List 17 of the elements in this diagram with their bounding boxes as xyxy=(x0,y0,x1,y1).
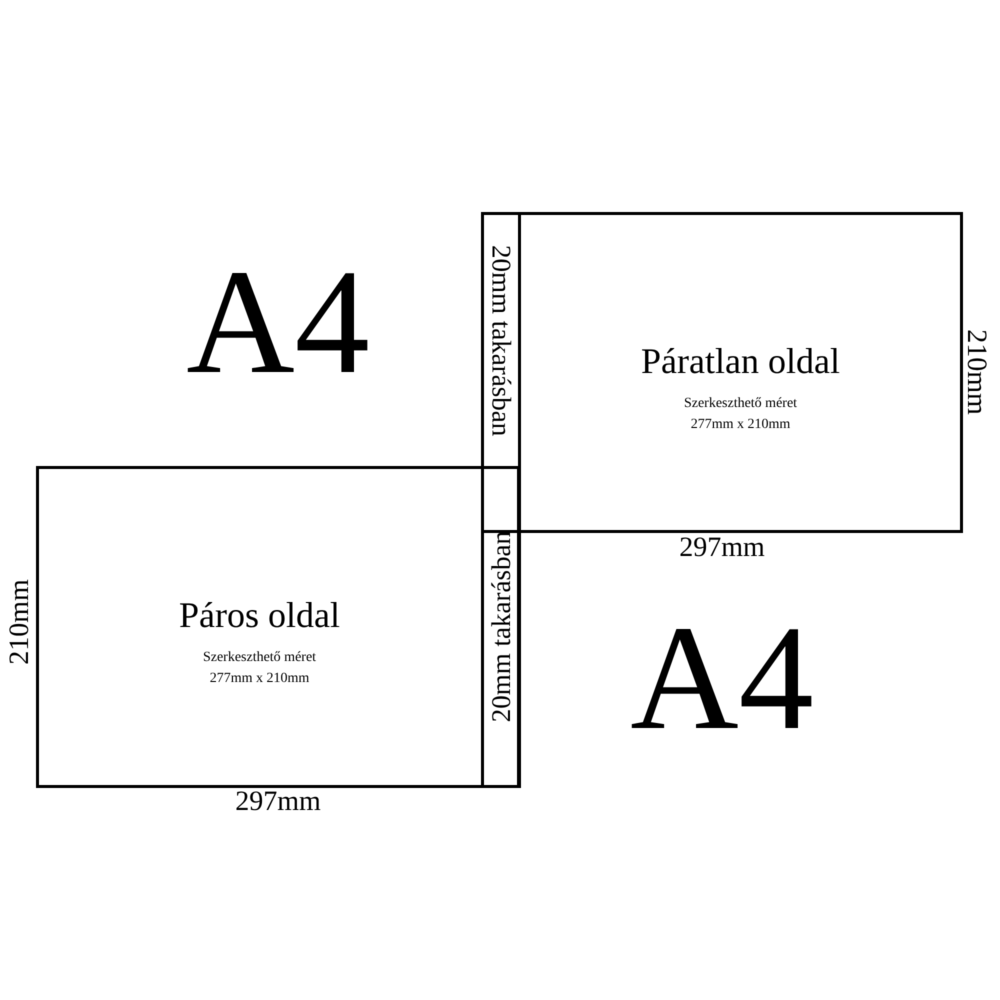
page-note: 277mm x 210mm xyxy=(210,670,310,688)
page-title: Páratlan oldal xyxy=(641,340,840,383)
strip-label: 20mm takarásban xyxy=(488,244,514,436)
dimension-label: 297mm xyxy=(679,534,765,562)
page-outline xyxy=(36,466,520,788)
page-note: Szerkeszthető méret xyxy=(684,395,798,414)
strip-label: 20mm takarásban xyxy=(488,531,514,723)
binding-strip xyxy=(481,466,521,788)
page-outline xyxy=(481,212,963,533)
page-note: Szerkeszthető méret xyxy=(202,649,316,668)
page-note: 277mm x 210mm xyxy=(690,416,790,434)
page-title: Páros oldal xyxy=(179,594,340,637)
dimension-label: 210mm xyxy=(6,579,34,665)
format-label: A4 xyxy=(186,247,370,397)
format-label: A4 xyxy=(630,603,814,753)
dimension-label: 210mm xyxy=(962,329,990,415)
dimension-label: 297mm xyxy=(235,788,321,816)
